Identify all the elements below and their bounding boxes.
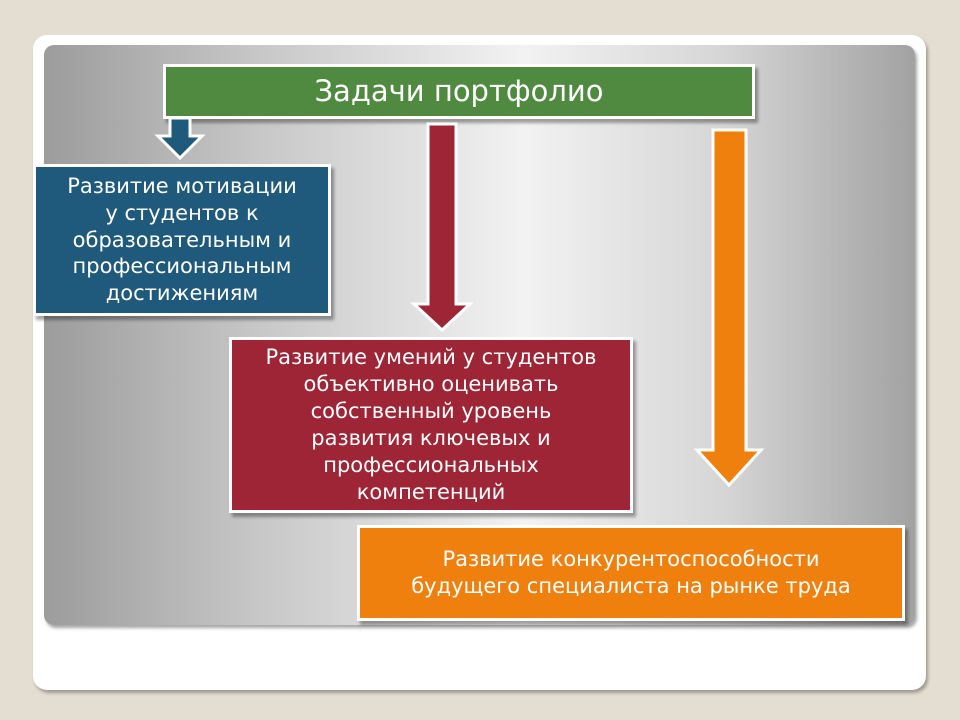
task-box-self-assessment: Развитие умений у студентов объективно о… bbox=[229, 337, 633, 513]
title-box: Задачи портфолио bbox=[163, 64, 755, 119]
task-text: Развитие мотивации у студентов к образов… bbox=[67, 173, 297, 306]
task-text: Развитие конкурентоспособности будущего … bbox=[411, 547, 851, 598]
arrow-down-blue-icon bbox=[154, 116, 206, 161]
task-text: Развитие умений у студентов объективно о… bbox=[265, 345, 597, 504]
task-box-competitiveness: Развитие конкурентоспособности будущего … bbox=[357, 525, 905, 621]
title-text: Задачи портфолио bbox=[314, 73, 604, 108]
arrow-down-orange-icon bbox=[693, 128, 765, 488]
task-box-motivation: Развитие мотивации у студентов к образов… bbox=[33, 164, 331, 316]
arrow-down-red-icon bbox=[410, 122, 474, 333]
